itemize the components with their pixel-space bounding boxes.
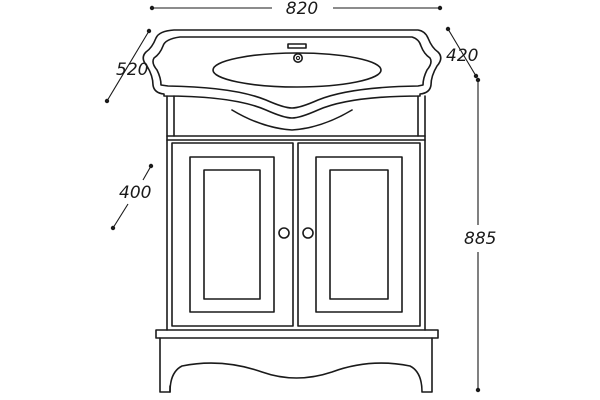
basin bbox=[142, 29, 442, 131]
dimension-cabinet-depth-label: 400 bbox=[119, 183, 151, 203]
dimension-height: 885 bbox=[464, 77, 496, 393]
cabinet bbox=[155, 95, 439, 393]
dimension-depth-side: 420 bbox=[445, 26, 478, 79]
dimension-cabinet-depth: 400 bbox=[110, 163, 154, 231]
dimension-depth-top-label: 520 bbox=[116, 60, 148, 80]
dimension-depth-top: 520 bbox=[104, 28, 152, 104]
right-door bbox=[297, 142, 421, 327]
right-knob bbox=[302, 227, 314, 239]
dimension-width-label: 820 bbox=[286, 0, 318, 19]
left-door bbox=[171, 142, 294, 327]
dimension-depth-side-label: 420 bbox=[446, 46, 478, 66]
dimension-width: 820 bbox=[149, 0, 443, 19]
left-knob bbox=[278, 227, 290, 239]
dimension-height-label: 885 bbox=[464, 229, 496, 249]
